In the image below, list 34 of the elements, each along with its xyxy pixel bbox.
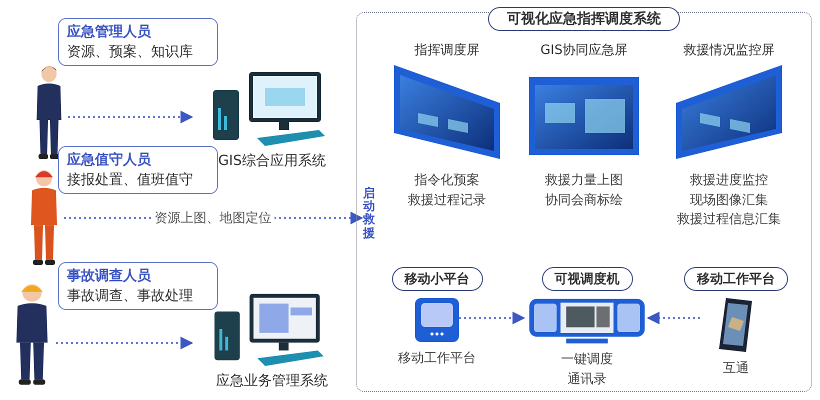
system-label: 应急业务管理系统 (216, 372, 328, 390)
function-text: 救援过程记录 (408, 192, 486, 210)
function-text: 救援力量上图 (545, 172, 623, 190)
function-text: 救援过程信息汇集 (677, 211, 781, 229)
screen-title: GIS协同应急屏 (540, 42, 628, 59)
dotted-arrow (56, 336, 194, 350)
vertical-label: 启动救援 (363, 187, 377, 249)
device-caption: 移动工作平台 (398, 350, 476, 368)
device-caption: 互通 (723, 360, 749, 378)
dotted-arrow (68, 110, 194, 124)
role-duties: 资源、预案、知识库 (67, 43, 194, 61)
function-text: 救援进度监控 (690, 172, 768, 190)
function-text: 指令化预案 (414, 172, 480, 190)
edge-label: 资源上图、地图定位 (152, 209, 274, 227)
speech-bubble (58, 146, 218, 194)
function-text: 协同会商标绘 (545, 192, 623, 210)
group-title: 可视化应急指挥调度系统 (488, 7, 680, 31)
dotted-arrow (459, 312, 526, 324)
screen-title: 救援情况监控屏 (684, 42, 774, 59)
device-title: 移动小平台 (392, 267, 482, 291)
role-duties: 接报处置、值班值守 (67, 171, 194, 189)
role-duties: 事故调查、事故处理 (67, 287, 194, 305)
speech-bubble (58, 18, 218, 66)
speech-bubble (58, 262, 218, 310)
role-title: 应急值守人员 (67, 151, 152, 169)
role-title: 事故调查人员 (67, 267, 152, 285)
screen-title: 指挥调度屏 (414, 42, 480, 59)
device-title: 可视调度机 (542, 267, 632, 291)
system-label: GIS综合应用系统 (218, 152, 326, 170)
device-title: 移动工作平台 (684, 267, 788, 291)
device-caption: 一键调度通讯录 (560, 351, 614, 388)
function-text: 现场图像汇集 (690, 192, 768, 210)
dotted-arrow (646, 312, 700, 324)
role-title: 应急管理人员 (67, 23, 152, 41)
